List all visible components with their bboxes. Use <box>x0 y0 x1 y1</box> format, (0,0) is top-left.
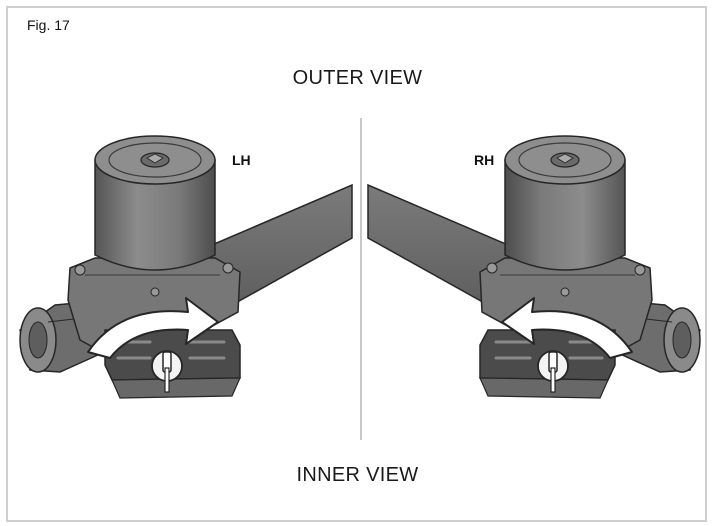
lh-tag: LH <box>232 152 251 168</box>
figure-number: Fig. 17 <box>27 17 70 33</box>
outer-view-label: OUTER VIEW <box>292 67 423 89</box>
rh-operator <box>366 134 702 400</box>
lh-operator <box>18 134 354 400</box>
rh-tag: RH <box>474 152 495 168</box>
inner-view-label: INNER VIEW <box>296 464 419 486</box>
